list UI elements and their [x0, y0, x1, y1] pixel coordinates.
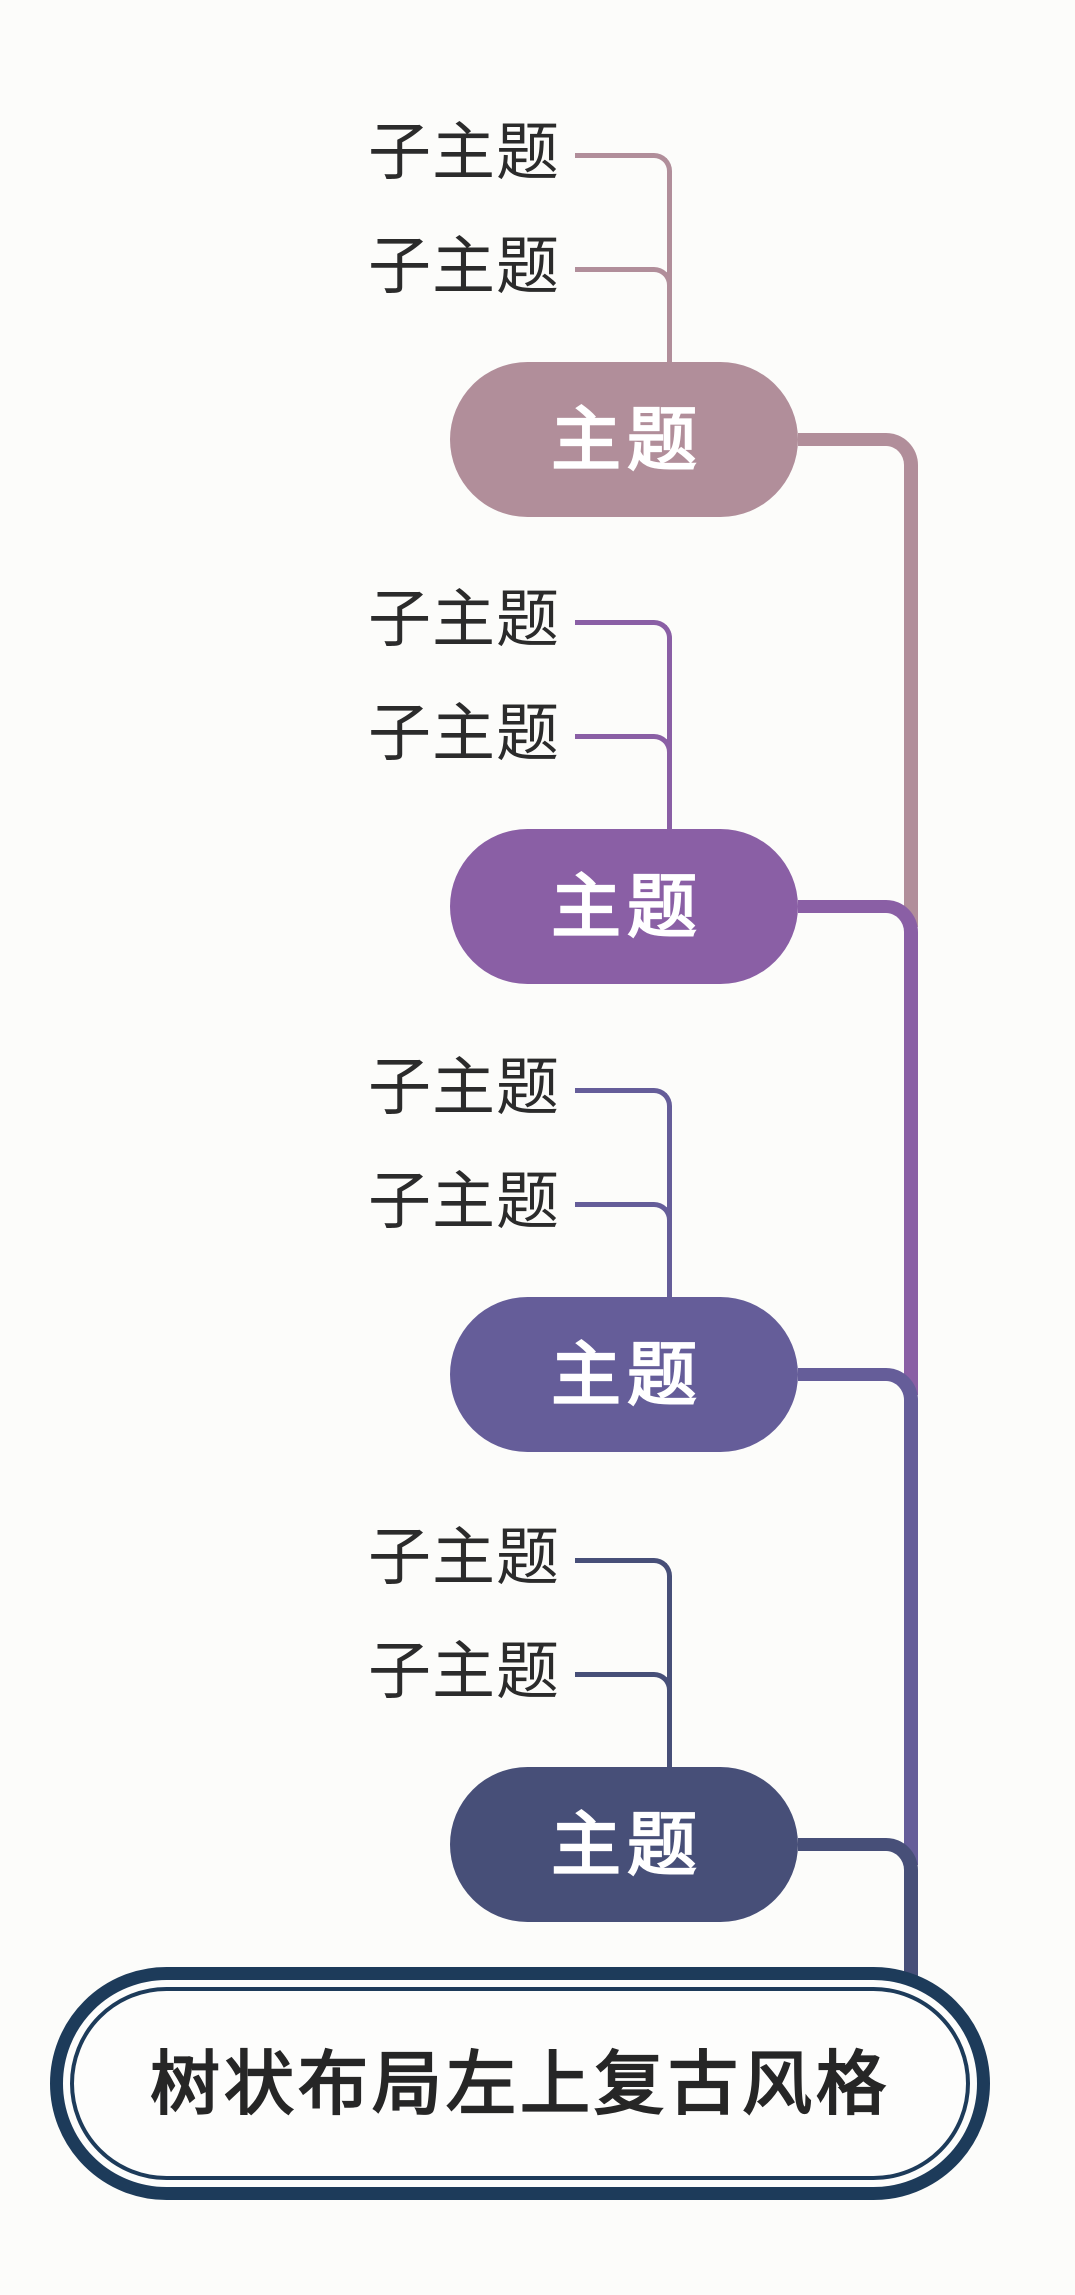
subtopic-label[interactable]: 子主题 [368, 230, 560, 303]
subtopic-connector [575, 734, 672, 834]
topic-connector [798, 900, 918, 1395]
subtopic-connector [575, 267, 672, 367]
subtopic-label[interactable]: 子主题 [368, 116, 560, 189]
subtopic-label[interactable]: 子主题 [368, 1521, 560, 1594]
topic-node-label: 主题 [551, 397, 703, 481]
root-node-label: 树状布局左上复古风格 [150, 2041, 890, 2125]
topic-node-label: 主题 [551, 1332, 703, 1416]
topic-node-label: 主题 [551, 864, 703, 948]
subtopic-label[interactable]: 子主题 [368, 1635, 560, 1708]
subtopic-label[interactable]: 子主题 [368, 697, 560, 770]
topic-connector [798, 1368, 918, 1865]
subtopic-label[interactable]: 子主题 [368, 1165, 560, 1238]
subtopic-connector [575, 620, 672, 834]
topic-node-label: 主题 [551, 1802, 703, 1886]
root-node-inner-border: 树状布局左上复古风格 [70, 1987, 970, 2180]
topic-connector [798, 1838, 918, 1985]
topic-node[interactable]: 主题 [450, 1767, 798, 1922]
subtopic-connector [575, 153, 672, 367]
topic-node[interactable]: 主题 [450, 829, 798, 984]
root-node[interactable]: 树状布局左上复古风格 [50, 1967, 990, 2200]
subtopic-connector [575, 1202, 672, 1302]
subtopic-connector [575, 1672, 672, 1772]
subtopic-connector [575, 1558, 672, 1772]
topic-node[interactable]: 主题 [450, 362, 798, 517]
topic-connector [798, 433, 918, 927]
topic-node[interactable]: 主题 [450, 1297, 798, 1452]
subtopic-label[interactable]: 子主题 [368, 583, 560, 656]
subtopic-connector [575, 1088, 672, 1302]
subtopic-label[interactable]: 子主题 [368, 1051, 560, 1124]
